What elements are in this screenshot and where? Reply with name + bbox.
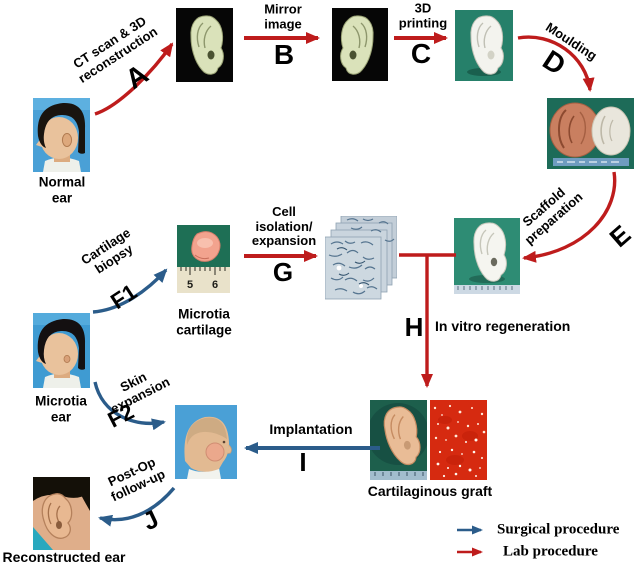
caption-microtia-cartilage: Microtia cartilage bbox=[176, 306, 232, 337]
cell-stack-art bbox=[325, 216, 397, 300]
photo-reconstructed-ear bbox=[33, 477, 90, 550]
image-3d-printed-ear-model bbox=[455, 10, 513, 81]
arrow-implantation bbox=[244, 442, 380, 454]
mould-art bbox=[547, 98, 634, 169]
step-label-cell-isolation: Cell isolation/ expansion bbox=[251, 204, 317, 249]
expanded-head-art bbox=[175, 405, 237, 479]
caption-normal-ear: Normal ear bbox=[38, 174, 86, 205]
arrow-ct-scan bbox=[94, 42, 174, 116]
step-label-3d-printing: 3D printing bbox=[398, 0, 448, 30]
arrow-3d-printing bbox=[394, 32, 448, 44]
step-letter-c: C bbox=[410, 38, 432, 69]
printed-ear-art bbox=[455, 10, 513, 81]
scaffold-ear-art bbox=[454, 218, 520, 294]
arrow-mirror-image bbox=[244, 32, 320, 44]
legend-lab-arrow-icon bbox=[457, 547, 483, 557]
arrow-cell-isolation bbox=[244, 250, 318, 262]
image-cartilaginous-graft-ear bbox=[370, 400, 427, 480]
arrow-cartilage-biopsy bbox=[92, 268, 168, 314]
photo-normal-ear bbox=[33, 98, 90, 172]
step-letter-g: G bbox=[272, 257, 294, 287]
step-letter-b: B bbox=[273, 39, 295, 70]
image-cultured-cells bbox=[325, 216, 397, 300]
step-letter-i: I bbox=[299, 447, 307, 477]
caption-microtia-ear: Microtia ear bbox=[35, 393, 87, 424]
image-graft-histology bbox=[430, 400, 487, 480]
caption-cartilaginous-graft: Cartilaginous graft bbox=[367, 482, 493, 499]
normal-ear-photo-art bbox=[33, 98, 90, 172]
arrow-scaffold-preparation bbox=[522, 171, 617, 263]
ruler-number-left: 5 bbox=[187, 279, 193, 291]
image-microtia-cartilage: 5 6 bbox=[177, 225, 230, 293]
reconstructed-ear-art bbox=[33, 477, 90, 550]
step-label-implantation: Implantation bbox=[269, 421, 353, 438]
ruler-number-right: 6 bbox=[212, 279, 218, 291]
histology-art bbox=[430, 400, 487, 480]
arrow-post-op-follow-up bbox=[98, 486, 176, 527]
caption-reconstructed-ear: Reconstructed ear bbox=[2, 548, 126, 565]
image-mirrored-3d-ear bbox=[332, 8, 388, 81]
cartilage-specimen-art: 5 6 bbox=[177, 225, 230, 293]
graft-ear-art bbox=[370, 400, 427, 480]
legend-lab-label: Lab procedure bbox=[503, 543, 598, 560]
step-label-mirror-image: Mirror image bbox=[264, 1, 302, 31]
step-label-in-vitro-regeneration: In vitro regeneration bbox=[435, 318, 571, 335]
3d-ear-art bbox=[176, 8, 233, 82]
mirrored-3d-ear-art bbox=[332, 8, 388, 81]
image-ear-mould bbox=[547, 98, 634, 169]
image-ear-scaffold bbox=[454, 218, 520, 294]
microtia-ear-photo-art bbox=[33, 313, 90, 388]
photo-skin-expanded-head bbox=[175, 405, 237, 479]
arrow-skin-expansion bbox=[93, 381, 166, 431]
arrow-in-vitro-regeneration bbox=[399, 253, 456, 388]
legend-surgical-arrow-icon bbox=[457, 525, 483, 535]
image-3d-reconstructed-ear bbox=[176, 8, 233, 82]
arrow-moulding bbox=[517, 35, 595, 92]
photo-microtia-ear bbox=[33, 313, 90, 388]
legend-surgical-label: Surgical procedure bbox=[497, 521, 620, 538]
step-letter-h: H bbox=[404, 312, 424, 342]
